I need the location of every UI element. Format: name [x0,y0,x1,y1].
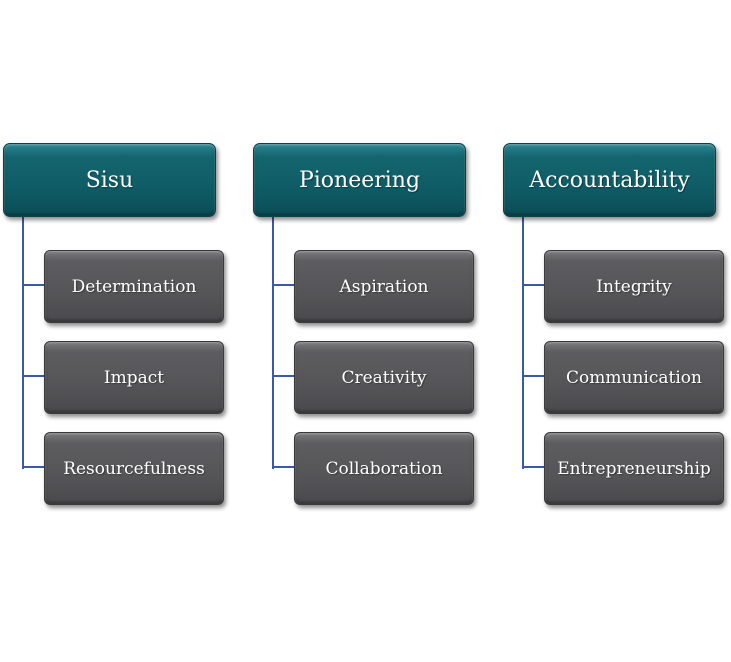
child-box-resourcefulness: Resourcefulness [44,432,224,505]
column-accountability: Accountability Integrity Communication E… [503,143,728,508]
connector-horizontal [522,375,545,377]
connector-horizontal [522,284,545,286]
child-box-aspiration: Aspiration [294,250,474,323]
child-box-integrity: Integrity [544,250,724,323]
child-box-entrepreneurship: Entrepreneurship [544,432,724,505]
connector-horizontal [522,466,545,468]
connector-horizontal [272,284,295,286]
connector-vertical [522,216,524,469]
child-box-impact: Impact [44,341,224,414]
header-box-pioneering: Pioneering [253,143,466,217]
connector-horizontal [22,466,45,468]
child-box-creativity: Creativity [294,341,474,414]
header-box-accountability: Accountability [503,143,716,217]
column-pioneering: Pioneering Aspiration Creativity Collabo… [253,143,478,508]
connector-horizontal [272,466,295,468]
column-sisu: Sisu Determination Impact Resourcefulnes… [3,143,228,508]
child-box-determination: Determination [44,250,224,323]
header-box-sisu: Sisu [3,143,216,217]
child-box-communication: Communication [544,341,724,414]
connector-horizontal [272,375,295,377]
child-box-collaboration: Collaboration [294,432,474,505]
connector-vertical [22,216,24,469]
connector-vertical [272,216,274,469]
connector-horizontal [22,375,45,377]
connector-horizontal [22,284,45,286]
